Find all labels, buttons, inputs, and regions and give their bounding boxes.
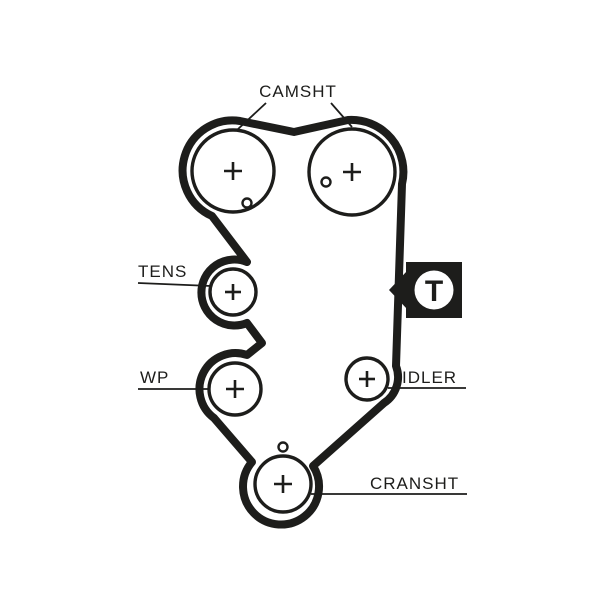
camshaft-label-group: CAMSHT (236, 82, 353, 131)
left-arrow-icon (389, 271, 407, 309)
camshaft-pulley-right (307, 127, 397, 217)
idler-label-group: IDLER (388, 368, 466, 389)
crankshaft-pulley (253, 441, 313, 514)
camshaft-leader-right (330, 102, 353, 128)
badge-letter: T (425, 275, 443, 308)
tensioner-label: TENS (138, 262, 187, 281)
water-pump-pulley (207, 361, 263, 417)
tensioner-label-group: TENS (137, 262, 212, 287)
badge-circle (414, 270, 454, 310)
camshaft-pulley-left (190, 128, 276, 214)
camshaft-leader-left (236, 102, 267, 131)
crankshaft-label: CRANSHT (370, 474, 459, 493)
camshaft-label: CAMSHT (259, 82, 337, 101)
crankshaft-label-group: CRANSHT (311, 474, 467, 495)
idler-pulley (344, 356, 390, 402)
direction-badge: T (389, 262, 462, 318)
camshaft-right-alignment-dot (320, 176, 332, 188)
tensioner-leader (137, 282, 212, 287)
idler-label: IDLER (402, 368, 457, 387)
belt-path (178, 115, 408, 529)
tensioner-pulley (208, 267, 258, 317)
water-pump-label-group: WP (138, 368, 209, 390)
water-pump-label: WP (140, 368, 169, 387)
camshaft-left-alignment-dot (241, 197, 253, 209)
crankshaft-alignment-dot (277, 441, 289, 453)
